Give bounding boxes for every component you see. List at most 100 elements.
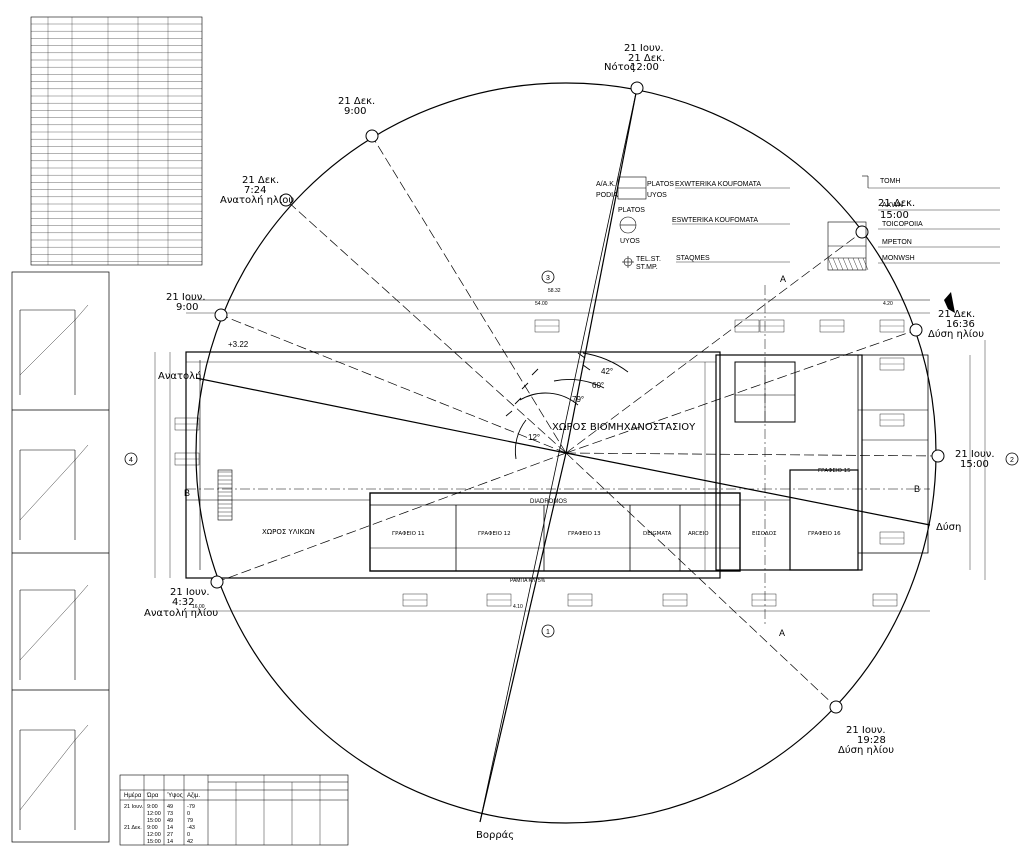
svg-text:Ύψος: Ύψος xyxy=(167,793,183,799)
sun-table-cell: -79 xyxy=(187,804,195,810)
jun15-time: 15:00 xyxy=(960,459,989,470)
angle-12: 12° xyxy=(528,433,540,442)
dim-bottom-mid: 4.10 xyxy=(513,604,523,610)
north-label: Βορράς xyxy=(476,829,514,841)
sun-marker-4 xyxy=(210,575,224,589)
sun-marker-1 xyxy=(365,129,379,143)
ray-jun-1928 xyxy=(565,452,837,708)
sun-table-cell: 0 xyxy=(187,832,190,838)
side-sections xyxy=(11,271,110,843)
room-label: ΓΡΑΦΕΙΟ 16 xyxy=(808,531,841,537)
room-label: ΓΡΑΦΕΙΟ 12 xyxy=(478,531,511,537)
dec15-time: 15:00 xyxy=(880,210,909,221)
frame-tables xyxy=(30,16,203,266)
dec1636-label: Δύση ηλίου xyxy=(928,328,984,340)
dim-top-total: 58.32 xyxy=(548,288,561,294)
storage-label: ΧΩΡΟΣ ΥΛΙΚΩΝ xyxy=(262,528,315,536)
section-b-right: B xyxy=(914,484,920,494)
sun-table-cell: 49 xyxy=(167,818,173,824)
svg-text:AXWN: AXWN xyxy=(882,202,903,209)
corridor-label: DIADROMOS xyxy=(530,499,567,505)
axis-markers: 3 1 4 2 xyxy=(124,270,1019,638)
dec724-label: Ανατολή ηλίου xyxy=(220,194,294,206)
room-label: DEIGMATA xyxy=(643,531,672,537)
dec9-date: 21 Δεκ. xyxy=(338,96,375,107)
room-label: ΓΡΑΦΕΙΟ 13 xyxy=(568,531,601,537)
axis-4: 4 xyxy=(129,457,133,464)
dim-top-right: 4.20 xyxy=(883,301,893,307)
sun-table-cell: 42 xyxy=(187,839,193,845)
dec1636-time: 16:36 xyxy=(946,319,975,330)
jun1928-time: 19:28 xyxy=(857,735,886,746)
svg-text:MONWSH: MONWSH xyxy=(882,255,915,262)
svg-text:Αζιμ.: Αζιμ. xyxy=(187,793,200,799)
sun-table-cell: 9:00 xyxy=(147,825,158,831)
axis-2: 2 xyxy=(1010,457,1014,464)
room-label: ΓΡΑΦΕΙΟ 15 xyxy=(818,468,851,474)
jun432-time: 4:32 xyxy=(172,597,194,608)
angle-79: 79° xyxy=(572,395,584,404)
jun432-label: Ανατολή ηλίου xyxy=(144,607,218,619)
svg-text:MPETON: MPETON xyxy=(882,239,912,246)
sun-table-cell: 49 xyxy=(167,804,173,810)
south-date2: 21 Δεκ. xyxy=(628,53,665,64)
ray-west xyxy=(565,452,931,526)
sun-table-cell: 27 xyxy=(167,832,173,838)
svg-text:TOICOPOIIA: TOICOPOIIA xyxy=(882,221,923,228)
angle-60: 60° xyxy=(592,381,604,390)
jun432-date: 21 Ιουν. xyxy=(170,587,210,598)
svg-text:Ώρα: Ώρα xyxy=(146,793,159,799)
south-date: 21 Ιουν. xyxy=(624,43,664,54)
north-south-axis xyxy=(479,87,638,823)
svg-text:Ημέρα: Ημέρα xyxy=(124,792,142,799)
main-space-label: ΧΩΡΟΣ ΒΙΟΜΗΧΑΝΟΣΤΑΣΙΟΥ xyxy=(552,422,696,433)
sun-marker-2 xyxy=(279,193,293,207)
svg-text:STAQMES: STAQMES xyxy=(676,255,710,262)
ray-north xyxy=(479,452,567,823)
sun-marker-0 xyxy=(630,81,644,95)
sun-marker-5 xyxy=(829,700,843,714)
sun-position-markers xyxy=(210,81,945,714)
south-time: 12:00 xyxy=(630,62,659,73)
dim-bottom-left: 16.00 xyxy=(192,604,205,610)
sun-table-cell: 21 Δεκ. xyxy=(124,825,142,831)
jun1928-date: 21 Ιουν. xyxy=(846,725,886,736)
section-a-top: A xyxy=(780,274,786,284)
room-label: ΓΡΑΦΕΙΟ 11 xyxy=(392,531,425,537)
svg-text:PLATOS: PLATOS xyxy=(647,181,674,188)
sun-marker-8 xyxy=(855,225,869,239)
ray-east xyxy=(195,377,567,454)
sun-table-cell: 14 xyxy=(167,825,173,831)
section-a-bottom: A xyxy=(779,628,785,638)
ray-dec-1636 xyxy=(565,329,917,454)
axis-1: 1 xyxy=(546,629,550,636)
svg-text:UYOS: UYOS xyxy=(620,238,640,245)
east-label: Ανατολή xyxy=(158,370,201,382)
ray-dec-15 xyxy=(565,231,863,454)
south-label: Νότος xyxy=(604,61,636,73)
level-label: +3.22 xyxy=(228,340,249,349)
sun-table-cell: 9:00 xyxy=(147,804,158,810)
section-b-left: B xyxy=(184,488,190,498)
sun-table-cell: 79 xyxy=(187,818,193,824)
angle-arcs xyxy=(505,352,629,460)
ray-jun-15 xyxy=(565,452,939,457)
sun-marker-7 xyxy=(909,323,923,337)
jun9-time: 9:00 xyxy=(176,302,198,313)
sun-table-cell: 15:00 xyxy=(147,839,161,845)
sun-marker-6 xyxy=(931,449,945,463)
room-label: ARCEIO xyxy=(688,531,709,537)
sun-table-cell: 21 Ιουν. xyxy=(124,804,144,810)
dec15-date: 21 Δεκ. xyxy=(878,198,915,209)
angle-42: 42° xyxy=(601,367,613,376)
sun-table-cell: 73 xyxy=(167,811,173,817)
svg-text:TOMH: TOMH xyxy=(880,178,900,185)
svg-text:EXWTERIKA KOUFOMATA: EXWTERIKA KOUFOMATA xyxy=(675,181,761,188)
ray-jun-9 xyxy=(220,314,567,454)
jun15-date: 21 Ιουν. xyxy=(955,449,995,460)
dec9-time: 9:00 xyxy=(344,106,366,117)
dec724-time: 7:24 xyxy=(244,185,266,196)
ramp-label: ΡΑΜΠΑ ΚΛ. 5% xyxy=(510,578,546,584)
ray-south-noon xyxy=(565,87,638,454)
